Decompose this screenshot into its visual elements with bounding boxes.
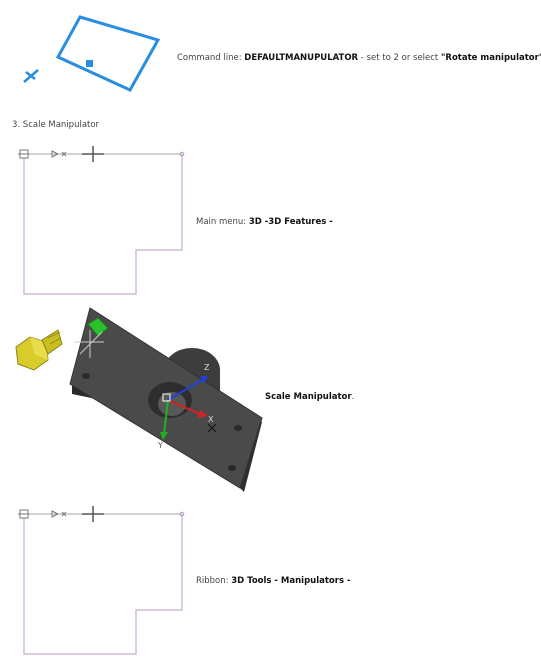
axis-label-x: X bbox=[208, 415, 214, 424]
main-menu-caption: Main menu: 3D -3D Features - bbox=[196, 217, 333, 227]
rotate-manipulator-illustration bbox=[23, 15, 161, 92]
scale-manipulator-axes bbox=[160, 376, 217, 440]
outline-drawing-ribbon bbox=[18, 506, 185, 655]
ribbon-caption: Ribbon: 3D Tools - Manipulators - bbox=[196, 576, 351, 586]
scale-manipulator-part-illustration: Z X Y bbox=[15, 307, 263, 492]
section-heading: 3. Scale Manipulator bbox=[12, 120, 100, 130]
axis-label-y: Y bbox=[157, 441, 163, 450]
scale-manipulator-caption: Scale Manipulator. bbox=[265, 392, 355, 402]
bolt-icon bbox=[15, 329, 63, 371]
axis-label-z: Z bbox=[204, 363, 210, 372]
outline-drawing-menu bbox=[18, 146, 185, 295]
command-line-caption: Command line: DEFAULTMANUPULATOR - set t… bbox=[177, 53, 541, 63]
